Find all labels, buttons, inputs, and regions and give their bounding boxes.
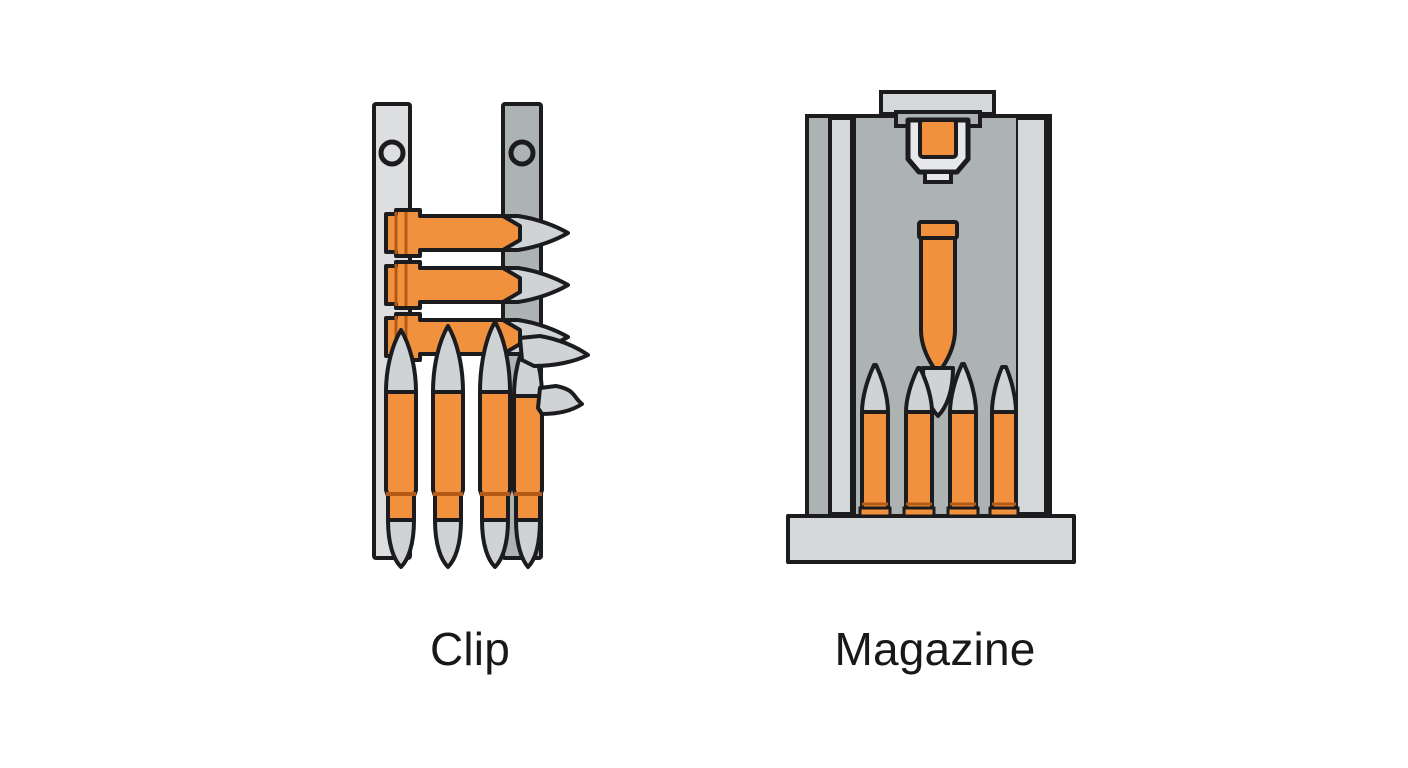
magazine-stacked-cartridge-4 [988, 365, 1020, 518]
clip-rail-left-hole [378, 139, 406, 167]
magazine-right-rail [1014, 116, 1048, 516]
magazine-caption: Magazine [834, 623, 1036, 675]
clip-vertical-cartridge-4 [512, 336, 544, 569]
magazine-baseplate [786, 514, 1076, 564]
magazine-floating-cartridge [917, 220, 959, 418]
magazine-stacked-cartridge-2 [902, 366, 936, 518]
magazine-follower-tab [923, 170, 953, 184]
magazine-stacked-cartridge-3 [946, 362, 980, 518]
clip-protruding-tip-2 [536, 384, 584, 416]
magazine-panel [786, 90, 1076, 564]
clip-panel [372, 102, 590, 569]
clip-vertical-cartridge-1 [384, 328, 418, 569]
magazine-stacked-cartridge-1 [858, 363, 892, 518]
clip-caption: Clip [429, 623, 511, 675]
clip-vertical-cartridge-2 [431, 324, 465, 569]
clip-vertical-cartridge-3 [478, 320, 512, 569]
magazine-follower-cartridge-base [918, 118, 958, 159]
magazine-left-rails [828, 116, 856, 516]
clip-horizontal-cartridge-1 [384, 208, 570, 258]
clip-horizontal-cartridge-2 [384, 260, 570, 310]
magazine-follower-assembly [879, 90, 996, 184]
clip-rail-right-hole [508, 139, 536, 167]
clip-protruding-tip-1 [518, 334, 590, 368]
